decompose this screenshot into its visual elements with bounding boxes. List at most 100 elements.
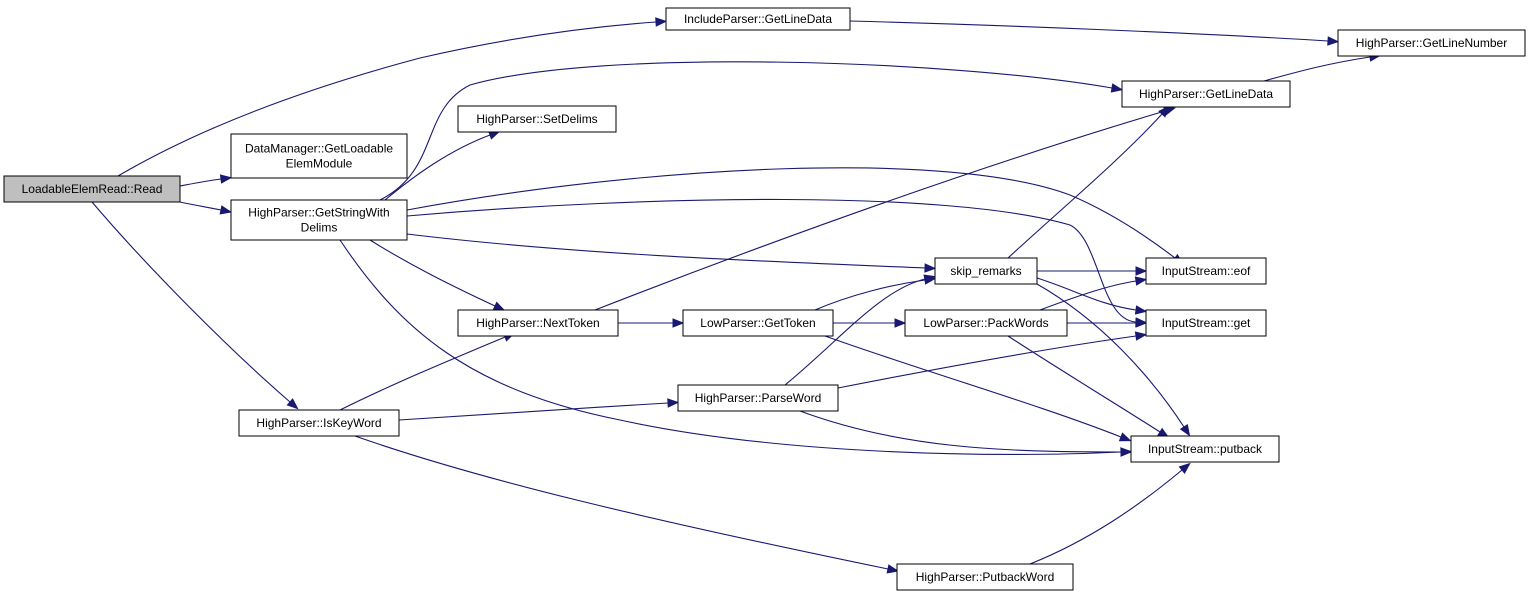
edge-hp_parseword-to-is_putback [799, 410, 1122, 453]
node-is-get[interactable]: InputStream::get [1145, 309, 1267, 337]
arrowhead-read-to-dm_getloadable [219, 174, 233, 184]
node-label: HighParser::GetStringWith [248, 206, 389, 220]
nodes-layer: LoadableElemRead::Read IncludeParser::Get… [3, 7, 1526, 591]
node-label: Delims [301, 221, 338, 235]
edge-read-to-incl_getlinedata [117, 21, 657, 177]
node-box [1145, 257, 1267, 285]
node-box [1145, 309, 1267, 337]
arrowhead-hp_iskeyword-to-hp_putbackword [886, 564, 900, 574]
arrowhead-lp_packwords-to-is_eof [1134, 276, 1148, 286]
edge-hp_iskeyword-to-hp_parseword [398, 402, 669, 421]
edge-lp_packwords-to-is_putback [1007, 335, 1161, 433]
arrowhead-hp_parseword-to-is_putback [1120, 447, 1133, 457]
edge-read-to-hp_getstringwithdelims [179, 201, 222, 211]
edge-hp_iskeyword-to-hp_putbackword [354, 435, 889, 570]
node-label: skip_remarks [950, 264, 1021, 278]
node-label: LoadableElemRead::Read [22, 182, 163, 196]
node-label: HighParser::GetLineNumber [1356, 36, 1507, 50]
node-box [230, 199, 408, 241]
arrowhead-hp_getstringwithdelims-to-skip_remarks [924, 263, 937, 273]
node-lp-packwords[interactable]: LowParser::PackWords [904, 309, 1068, 337]
arrowhead-lp_gettoken-to-is_putback [1118, 432, 1132, 442]
node-box [230, 133, 408, 179]
node-label: LowParser::GetToken [700, 316, 815, 330]
node-hp-nexttoken[interactable]: HighParser::NextToken [457, 309, 619, 337]
arrowhead-hp_parseword-to-skip_remarks [923, 274, 937, 284]
node-box [1130, 435, 1280, 463]
node-box [457, 105, 617, 133]
arrowhead-hp_nexttoken-to-lp_gettoken [672, 318, 685, 328]
node-box [3, 175, 181, 203]
node-box [896, 563, 1074, 591]
edge-hp_getlinedata-to-hp_getlinenumber [1263, 56, 1371, 82]
arrowhead-read-to-hp_getstringwithdelims [219, 205, 233, 215]
edge-hp_parseword-to-is_get [837, 335, 1137, 389]
node-skip-remarks[interactable]: skip_remarks [934, 257, 1038, 285]
arrowhead-incl_getlinedata-to-hp_getlinenumber [1327, 36, 1340, 46]
edge-skip_remarks-to-is_putback [1036, 283, 1185, 428]
edge-read-to-hp_iskeyword [91, 201, 291, 403]
node-hp-iskeyword[interactable]: HighParser::IsKeyWord [238, 409, 400, 437]
edge-read-to-dm_getloadable [179, 178, 222, 187]
node-box [665, 7, 851, 31]
node-hp-parseword[interactable]: HighParser::ParseWord [677, 384, 839, 412]
edge-hp_getstringwithdelims-to-hp_setdelims [384, 134, 491, 201]
arrowhead-skip_remarks-to-is_putback [1179, 423, 1191, 437]
arrowhead-read-to-hp_iskeyword [286, 398, 299, 410]
node-box [934, 257, 1038, 285]
node-lp-gettoken[interactable]: LowParser::GetToken [682, 309, 834, 337]
node-label: InputStream::putback [1148, 442, 1263, 456]
edge-hp_parseword-to-skip_remarks [784, 278, 926, 386]
node-label: HighParser::NextToken [476, 316, 599, 330]
node-is-putback[interactable]: InputStream::putback [1130, 435, 1280, 463]
arrowhead-hp_getstringwithdelims-to-hp_nexttoken [492, 301, 506, 311]
edge-hp_getstringwithdelims-to-is_putback [339, 239, 1122, 455]
arrowhead-hp_parseword-to-is_get [1134, 331, 1148, 341]
edge-hp_iskeyword-to-hp_nexttoken [339, 336, 506, 411]
edges-layer [91, 17, 1382, 574]
arrowhead-hp_putbackword-to-is_putback [1178, 462, 1191, 474]
edge-lp_gettoken-to-skip_remarks [814, 279, 926, 311]
node-label: HighParser::PutbackWord [916, 570, 1055, 584]
edge-incl_getlinedata-to-hp_getlinenumber [849, 20, 1329, 42]
edge-skip_remarks-to-is_get [1036, 277, 1137, 311]
arrowhead-lp_packwords-to-is_get [1135, 318, 1148, 328]
node-box [677, 384, 839, 412]
edge-lp_packwords-to-is_eof [1039, 280, 1137, 311]
node-label: HighParser::ParseWord [695, 391, 822, 405]
node-box [1121, 80, 1291, 108]
edge-hp_getstringwithdelims-to-is_get [406, 198, 1137, 323]
node-label: HighParser::IsKeyWord [256, 416, 381, 430]
node-box [457, 309, 619, 337]
arrowhead-lp_gettoken-to-lp_packwords [894, 318, 907, 328]
node-hp-getlinenumber[interactable]: HighParser::GetLineNumber [1337, 29, 1526, 57]
arrowhead-skip_remarks-to-hp_getlinedata [1158, 105, 1170, 118]
node-hp-getlinedata[interactable]: HighParser::GetLineData [1121, 80, 1291, 108]
arrowhead-skip_remarks-to-is_get [1134, 305, 1148, 315]
edge-hp_nexttoken-to-hp_getlinedata [594, 110, 1166, 311]
edge-lp_gettoken-to-is_putback [824, 335, 1122, 438]
arrowhead-hp_iskeyword-to-hp_parseword [667, 398, 680, 408]
node-box [1337, 29, 1526, 57]
node-box [904, 309, 1068, 337]
node-incl-getlinedata[interactable]: IncludeParser::GetLineData [665, 7, 851, 31]
edge-hp_getstringwithdelims-to-skip_remarks [406, 233, 926, 269]
arrowhead-read-to-incl_getlinedata [655, 17, 668, 27]
node-read[interactable]: LoadableElemRead::Read [3, 175, 181, 203]
node-hp-setdelims[interactable]: HighParser::SetDelims [457, 105, 617, 133]
edge-hp_getstringwithdelims-to-hp_getlinedata [379, 61, 1113, 201]
node-label: IncludeParser::GetLineData [684, 12, 832, 26]
node-label: HighParser::SetDelims [476, 112, 597, 126]
edge-skip_remarks-to-hp_getlinedata [1007, 113, 1163, 259]
node-hp-putbackword[interactable]: HighParser::PutbackWord [896, 563, 1074, 591]
node-is-eof[interactable]: InputStream::eof [1145, 257, 1267, 285]
edge-hp_getstringwithdelims-to-is_eof [406, 167, 1176, 259]
edge-hp_putbackword-to-is_putback [1029, 469, 1183, 565]
node-label: DataManager::GetLoadable [245, 142, 393, 156]
edge-hp_getstringwithdelims-to-hp_nexttoken [369, 239, 496, 307]
arrowhead-hp_getstringwithdelims-to-hp_getlinedata [1110, 83, 1124, 93]
node-label: InputStream::get [1162, 316, 1251, 330]
